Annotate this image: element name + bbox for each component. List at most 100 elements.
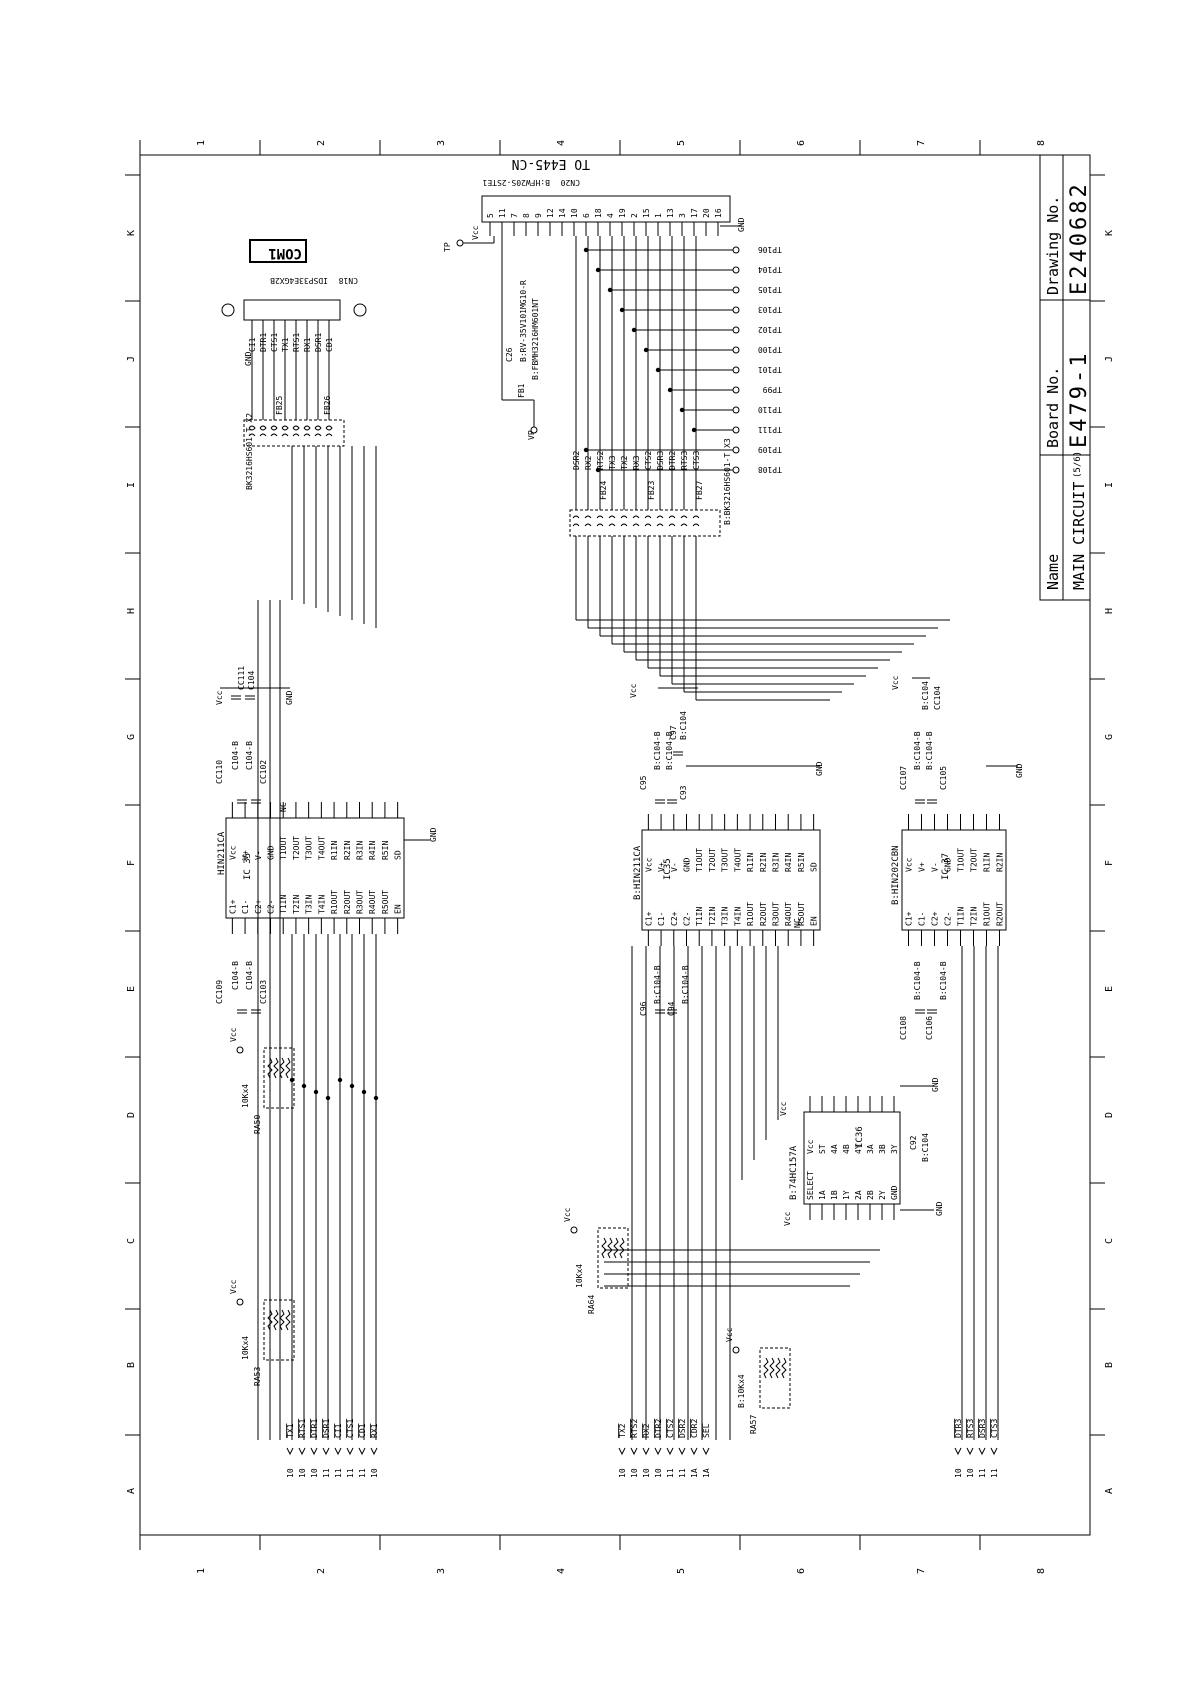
cap-label: C94 (667, 1001, 676, 1016)
cn20-pin-number-group: 7 (510, 213, 519, 218)
port-arrow (322, 1447, 330, 1456)
ferrite-bead (596, 515, 604, 527)
cap-label-group: C97 (669, 725, 678, 740)
test-point-circle (732, 426, 740, 434)
port-page-group: 1A (702, 1468, 711, 1478)
port-page-group: 11 (358, 1468, 367, 1478)
ic-pin-label-right-group: 4B (842, 1144, 851, 1154)
ic-pin-label-right-group: 4A (830, 1144, 839, 1154)
resistor-array-value-group: B:10Kx4 (737, 1374, 746, 1408)
row-label-right-group: E (1104, 986, 1115, 992)
ic-pin-label-right: R4IN (368, 841, 377, 860)
junction-dot (583, 447, 589, 453)
cap-label: B:C104-B (681, 965, 690, 1004)
port-name: RTS1 (298, 1419, 307, 1438)
test-point-label: TP100 (758, 345, 782, 354)
ic-pin-label-left-group: T3IN (721, 907, 730, 926)
cn20-pin-number: 1 (654, 213, 663, 218)
ic-pin-label-left-group: 2B (866, 1190, 875, 1200)
test-point-label: TP110 (758, 405, 782, 414)
test-point-label: TP103 (758, 305, 782, 314)
junction-dot (595, 467, 601, 473)
cn20-pin-number: 10 (570, 208, 579, 218)
junction-dot (301, 1083, 307, 1089)
ic-pin-label-right: T4OUT (317, 836, 326, 860)
test-point-label: TP105 (758, 285, 782, 294)
junction-dot (595, 267, 601, 273)
test-point-circle (732, 446, 740, 454)
port-page-group: 1A (690, 1468, 699, 1478)
ic-pin-label-right-group: Vcc (644, 857, 653, 872)
ferrite-bead (325, 425, 333, 437)
ic-pin-label-right: 3Y (890, 1144, 899, 1154)
cap-label: C104-B (245, 741, 254, 770)
junction-dot (583, 247, 589, 253)
ic-pin-label-left-group: EN (810, 916, 819, 926)
cap-label-group: C104-B (245, 741, 254, 770)
ic-pin-label-right-group: R1IN (330, 841, 339, 860)
resistor-array-vcc: Vcc (229, 1279, 238, 1294)
test-point-circle (732, 406, 740, 414)
ic-pin-label-right-group: R3IN (356, 841, 365, 860)
port-page: 1A (690, 1468, 699, 1478)
cn20-test-points: TP106TP104TP105TP103TP102TP100TP101TP99T… (583, 245, 782, 474)
ferrite-bead (656, 515, 664, 527)
junction-dot (361, 1089, 367, 1095)
port-arrow (642, 1447, 650, 1456)
ic-pin-label-left: R2OUT (759, 902, 768, 926)
port-page-group: 10 (370, 1468, 379, 1478)
ic-pin-label-left: EN (810, 916, 819, 926)
port-name-group: DTR2 (654, 1419, 663, 1438)
ic-pin-label-left: T1IN (695, 907, 704, 926)
ferrite-bead (644, 515, 652, 527)
row-label-left: J (126, 356, 137, 362)
column-label-top-group: 6 (796, 140, 807, 146)
column-label-bottom: 4 (556, 1568, 567, 1574)
bottom-ports: TX110RTS110DTR110DSR111CI111CTS111CD111R… (286, 1419, 999, 1478)
cap-label: C104-B (245, 961, 254, 990)
cap-label-group: CC108 (899, 1016, 908, 1040)
port-arrow (310, 1447, 318, 1456)
port-name: CI1 (334, 1423, 343, 1438)
port-name: CTS3 (990, 1419, 999, 1438)
port-name-group: CI1 (334, 1423, 343, 1438)
column-label-bottom-group: 6 (796, 1568, 807, 1574)
port-page: 11 (990, 1468, 999, 1478)
junction-dot (691, 427, 697, 433)
cn20-title: TO E445-CN (512, 156, 590, 171)
ic-pin-label-right: T1OUT (957, 848, 966, 872)
cap-label: B:C104 (921, 681, 930, 710)
row-label-left: E (126, 986, 137, 992)
column-label-bottom: 5 (676, 1568, 687, 1574)
cap-label-group: B:C104-B (653, 731, 662, 770)
ic-pin-label-left: R4OUT (784, 902, 793, 926)
ic-pin-label-right: SD (394, 850, 403, 860)
port-name: TX1 (286, 1423, 295, 1438)
column-label-top-group: 4 (556, 140, 567, 146)
ferrite-bead (292, 425, 300, 437)
cn20-gnd: GND (737, 217, 746, 232)
cap-label-group: C104-B (231, 961, 240, 990)
test-point-label: TP108 (758, 465, 782, 474)
ic36-ref: IC36 (855, 1126, 865, 1148)
column-label-bottom-group: 8 (1036, 1568, 1047, 1574)
resistor-zigzag (285, 1057, 291, 1079)
resistor-array-vcc-group: Vcc (563, 1207, 572, 1222)
ic-pin-label-left: C2- (267, 900, 276, 914)
resistor-array-vcc: Vcc (229, 1027, 238, 1042)
ic-pin-label-left-group: SELECT (806, 1171, 815, 1200)
junction-dot (667, 387, 673, 393)
ic-pin-label-left: 2B (866, 1190, 875, 1200)
cn20-pin-number-group: 20 (702, 208, 711, 218)
resistor-zigzag (619, 1237, 625, 1259)
ic-pin-label-left-group: T2IN (292, 895, 301, 914)
ferrite-bead (608, 515, 616, 527)
row-label-left-group: G (126, 734, 137, 740)
cn20-pin-number-group: 17 (690, 208, 699, 218)
test-point-label-group: TP111 (758, 425, 782, 434)
cn20-pin-number: 6 (582, 213, 591, 218)
cn20-fb-a: FB24 (599, 481, 608, 500)
